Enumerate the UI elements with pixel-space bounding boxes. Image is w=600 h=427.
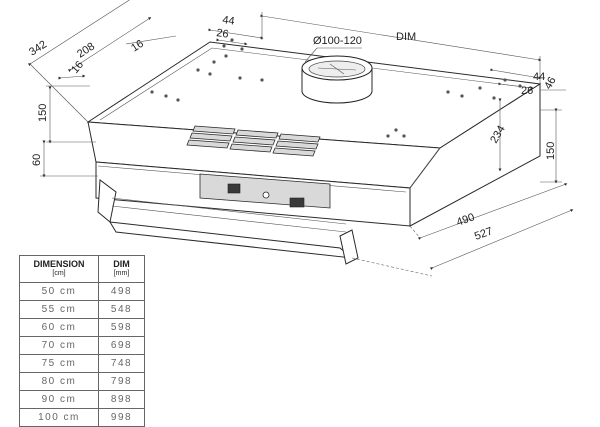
header-dimension-label: DIMENSION — [33, 259, 85, 269]
height-150-right-label: 150 — [545, 142, 557, 160]
dim-cell: 598 — [98, 318, 145, 337]
pull-out-visor — [97, 179, 359, 265]
depth-208-label: 208 — [75, 40, 97, 60]
dim-cell: 748 — [98, 354, 145, 373]
offset-16-top-label: 16 — [129, 38, 146, 55]
size-cell: 70 cm — [19, 336, 99, 355]
dim-top-44-26: 44 26 — [208, 14, 264, 46]
dim-cell: 798 — [98, 372, 145, 391]
dim-left-heights: 150 60 — [31, 85, 98, 178]
depth-342-label: 342 — [27, 38, 49, 58]
dim-bottom-depth: 490 527 — [351, 183, 574, 277]
size-cell: 55 cm — [19, 300, 99, 319]
top-26-label: 26 — [216, 27, 230, 41]
dim-cell: 898 — [98, 390, 145, 409]
dim-cell: 998 — [98, 408, 145, 427]
right-46-label: 46 — [542, 75, 559, 92]
depth-527-label: 527 — [473, 225, 494, 243]
header-dim-unit: [mm] — [113, 270, 130, 277]
header-dim: DIM [mm] — [98, 255, 145, 283]
dim-right-heights: 234 150 — [488, 98, 562, 184]
table-header-row: DIMENSION [cm] DIM [mm] — [19, 255, 145, 283]
header-dimension: DIMENSION [cm] — [19, 255, 99, 283]
right-26-label: 26 — [521, 85, 533, 97]
size-cell: 50 cm — [19, 282, 99, 301]
outlet-diameter-label: Ø100-120 — [313, 35, 362, 47]
size-cell: 90 cm — [19, 390, 99, 409]
size-cell: 100 cm — [19, 408, 99, 427]
vent-slots — [186, 125, 321, 157]
control-panel — [199, 173, 331, 209]
height-150-left-label: 150 — [37, 104, 49, 122]
outlet-collar — [301, 55, 373, 104]
size-cell: 75 cm — [19, 354, 99, 373]
size-cell: 60 cm — [19, 318, 99, 337]
dim-width-label: DIM — [396, 31, 416, 43]
header-dim-label: DIM — [113, 259, 130, 269]
dim-cell: 698 — [98, 336, 145, 355]
dim-cell: 548 — [98, 300, 145, 319]
hood-dimension-drawing: DIM Ø100-120 44 26 342 208 16 16 150 60 — [27, 0, 574, 277]
left-slide-switch — [227, 183, 241, 194]
header-dimension-unit: [cm] — [52, 270, 66, 277]
top-44-label: 44 — [222, 14, 236, 28]
dim-right-top: 44 26 46 — [490, 68, 566, 97]
size-cell: 80 cm — [19, 372, 99, 391]
dim-cell: 498 — [98, 282, 145, 301]
right-44-label: 44 — [533, 71, 545, 83]
right-slide-switch — [289, 197, 305, 208]
height-60-label: 60 — [31, 154, 43, 166]
depth-490-label: 490 — [455, 211, 476, 229]
outlet-diameter: Ø100-120 — [304, 35, 362, 63]
indicator-light — [262, 191, 270, 199]
